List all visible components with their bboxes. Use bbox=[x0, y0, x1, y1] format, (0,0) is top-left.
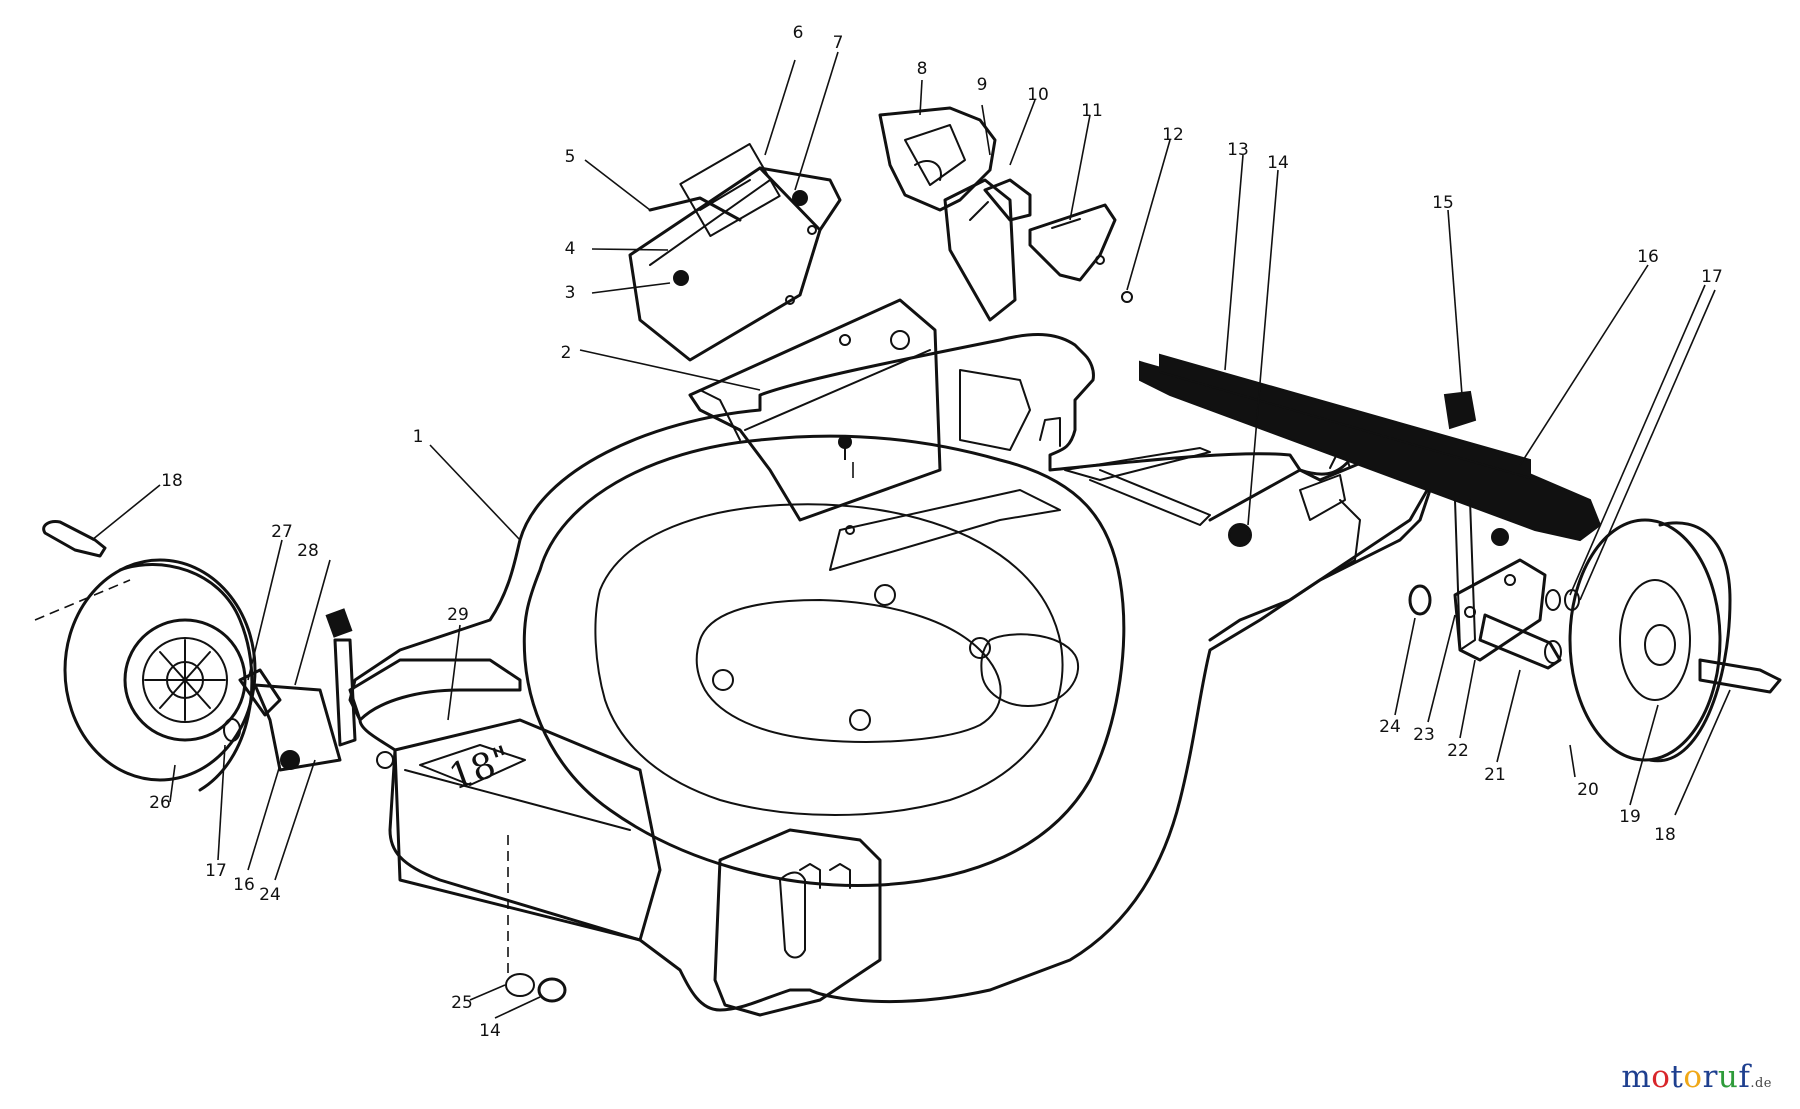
deck-nut-washer bbox=[505, 835, 567, 1003]
watermark-letter: t bbox=[1670, 1059, 1684, 1095]
callout-5: 5 bbox=[565, 147, 576, 167]
callout-9: 9 bbox=[977, 75, 988, 95]
left-front-wheel bbox=[34, 520, 394, 792]
callout-16: 16 bbox=[1637, 247, 1659, 267]
right-rear-wheel bbox=[1545, 518, 1782, 763]
callout-28: 28 bbox=[297, 541, 319, 561]
watermark-letter: m bbox=[1621, 1059, 1652, 1095]
callout-6: 6 bbox=[793, 23, 804, 43]
callout-14-bottom: 14 bbox=[479, 1021, 501, 1041]
callout-14: 14 bbox=[1267, 153, 1289, 173]
callout-26: 26 bbox=[149, 793, 171, 813]
leader-lines bbox=[91, 51, 1731, 1019]
height-adjust-lever bbox=[878, 106, 1133, 322]
callout-17: 17 bbox=[1701, 267, 1723, 287]
callout-18-left: 18 bbox=[161, 471, 183, 491]
watermark-letter: u bbox=[1717, 1059, 1739, 1095]
mower-deck-housing: 18" bbox=[348, 333, 1435, 1017]
callout-10: 10 bbox=[1027, 85, 1049, 105]
handle-mount-bracket bbox=[688, 298, 942, 535]
callout-12: 12 bbox=[1162, 125, 1184, 145]
callout-7: 7 bbox=[833, 33, 844, 53]
callout-29: 29 bbox=[447, 605, 469, 625]
callout-8: 8 bbox=[917, 59, 928, 79]
watermark-letter: o bbox=[1651, 1059, 1671, 1095]
callout-15: 15 bbox=[1432, 193, 1454, 213]
callout-19: 19 bbox=[1619, 807, 1641, 827]
callout-18-right: 18 bbox=[1654, 825, 1676, 845]
rear-height-adjuster-bracket bbox=[1408, 499, 1562, 670]
callout-13: 13 bbox=[1227, 140, 1249, 160]
callout-24-left: 24 bbox=[259, 885, 281, 905]
deck-size-marking: 18" bbox=[444, 739, 517, 799]
callout-2: 2 bbox=[561, 343, 572, 363]
watermark-letter: f bbox=[1738, 1059, 1751, 1095]
watermark-suffix: .de bbox=[1750, 1076, 1772, 1091]
callout-23: 23 bbox=[1413, 725, 1435, 745]
callout-25: 25 bbox=[451, 993, 473, 1013]
watermark-letter: r bbox=[1702, 1059, 1718, 1095]
callout-11: 11 bbox=[1081, 101, 1103, 121]
callout-labels: 1 2 3 4 5 6 7 8 9 10 11 12 13 14 15 16 1… bbox=[149, 23, 1723, 1041]
callout-16-left: 16 bbox=[233, 875, 255, 895]
site-watermark: motoruf.de bbox=[1621, 1059, 1772, 1095]
callout-20: 20 bbox=[1577, 780, 1599, 800]
callout-4: 4 bbox=[565, 239, 576, 259]
callout-22: 22 bbox=[1447, 741, 1469, 761]
callout-17-left: 17 bbox=[205, 861, 227, 881]
discharge-baffle bbox=[1139, 353, 1602, 547]
callout-1: 1 bbox=[413, 427, 424, 447]
callout-3: 3 bbox=[565, 283, 576, 303]
callout-27: 27 bbox=[271, 522, 293, 542]
callout-24-right: 24 bbox=[1379, 717, 1401, 737]
cover-plate-assembly bbox=[628, 143, 842, 362]
watermark-letter: o bbox=[1683, 1059, 1703, 1095]
watermark-letters: motoruf bbox=[1621, 1059, 1750, 1095]
callout-21: 21 bbox=[1484, 765, 1506, 785]
